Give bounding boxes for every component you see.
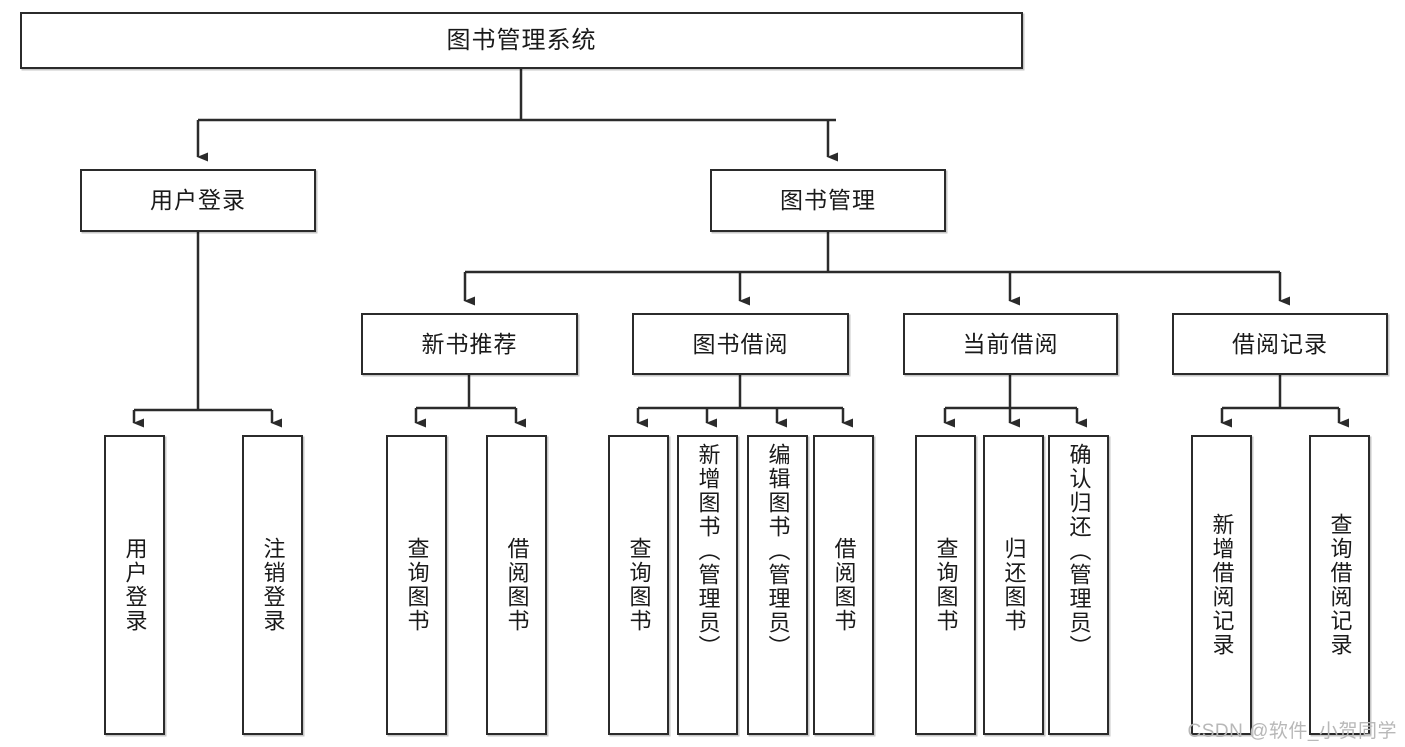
node-book-management[interactable]: 图书管理 — [710, 169, 946, 232]
node-user-login[interactable]: 用户登录 — [80, 169, 316, 232]
node-new-book-recommend-label: 新书推荐 — [421, 330, 518, 357]
leaf-book-borrow-borrow[interactable]: 借阅图书 — [813, 435, 874, 735]
watermark-text: CSDN @软件_小贺同学 — [1187, 721, 1397, 742]
leaf-borrow-record-add[interactable]: 新增借阅记录 — [1191, 435, 1252, 735]
node-book-borrow-label: 图书借阅 — [692, 330, 789, 357]
leaf-label: 注销登录 — [260, 537, 286, 633]
node-current-borrow-label: 当前借阅 — [962, 330, 1059, 357]
leaf-borrow-record-query[interactable]: 查询借阅记录 — [1309, 435, 1370, 735]
node-current-borrow[interactable]: 当前借阅 — [903, 313, 1118, 375]
leaf-user-login-login[interactable]: 用户登录 — [104, 435, 165, 735]
leaf-new-book-query[interactable]: 查询图书 — [386, 435, 447, 735]
leaf-current-borrow-return[interactable]: 归还图书 — [983, 435, 1044, 735]
node-book-borrow[interactable]: 图书借阅 — [632, 313, 849, 375]
leaf-current-borrow-confirm[interactable]: 确认归还（管理员） — [1048, 435, 1109, 735]
node-user-login-label: 用户登录 — [150, 187, 246, 213]
leaf-user-login-logout[interactable]: 注销登录 — [242, 435, 303, 735]
leaf-label: 查询借阅记录 — [1327, 513, 1353, 657]
leaf-label: 新增借阅记录 — [1209, 513, 1235, 657]
leaf-label: 借阅图书 — [504, 537, 530, 633]
node-root-label: 图书管理系统 — [446, 26, 597, 54]
leaf-label: 借阅图书 — [831, 537, 857, 633]
node-new-book-recommend[interactable]: 新书推荐 — [361, 313, 578, 375]
leaf-label: 编辑图书（管理员） — [765, 443, 791, 659]
node-book-management-label: 图书管理 — [780, 187, 876, 213]
node-root-system[interactable]: 图书管理系统 — [20, 12, 1023, 69]
leaf-book-borrow-add[interactable]: 新增图书（管理员） — [677, 435, 738, 735]
leaf-book-borrow-query[interactable]: 查询图书 — [608, 435, 669, 735]
leaf-book-borrow-edit[interactable]: 编辑图书（管理员） — [747, 435, 808, 735]
leaf-current-borrow-query[interactable]: 查询图书 — [915, 435, 976, 735]
leaf-new-book-borrow[interactable]: 借阅图书 — [486, 435, 547, 735]
leaf-label: 查询图书 — [404, 537, 430, 633]
leaf-label: 新增图书（管理员） — [695, 443, 721, 659]
node-borrow-record[interactable]: 借阅记录 — [1172, 313, 1388, 375]
leaf-label: 确认归还（管理员） — [1066, 443, 1092, 659]
leaf-label: 用户登录 — [122, 537, 148, 633]
node-borrow-record-label: 借阅记录 — [1232, 330, 1328, 357]
leaf-label: 归还图书 — [1001, 537, 1027, 633]
leaf-label: 查询图书 — [933, 537, 959, 633]
leaf-label: 查询图书 — [626, 537, 652, 633]
